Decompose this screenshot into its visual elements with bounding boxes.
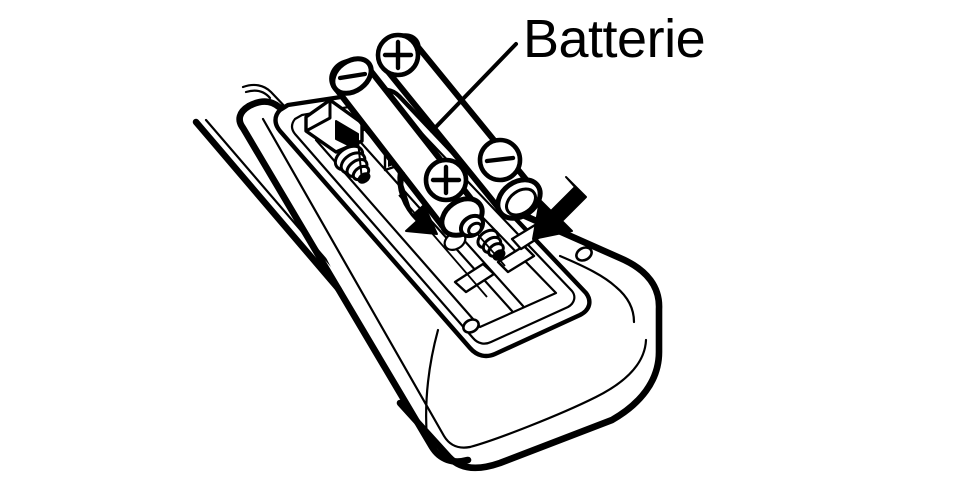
compartment-slot-a (453, 262, 496, 294)
insert-arrow-left (397, 170, 438, 235)
compartment-center-divider-rib (353, 134, 514, 313)
remote-top-left-contour (241, 83, 292, 114)
remote-right-shoulder-contour (558, 254, 636, 324)
remote-left-lower-edge (236, 102, 472, 465)
compartment-left-ledge-facet (305, 100, 332, 133)
battery-right-bottom-cap-inner (505, 187, 537, 217)
battery-upper-left (329, 56, 486, 239)
battery-right-minus-icon (484, 155, 516, 164)
remote-nose-crease (425, 328, 440, 441)
compartment-floor-rail-1 (398, 194, 488, 298)
remote-left-edge-inner-contour (261, 117, 472, 449)
battery-right-plus-badge (375, 32, 421, 78)
battery-left-plus-badge (423, 157, 469, 203)
screw-hole-bottom (462, 318, 480, 334)
insert-arrow-right (532, 176, 587, 240)
remote-top-left-contour-2 (244, 89, 272, 100)
battery-left-minus-icon (337, 71, 368, 81)
callout-leader-line (430, 42, 518, 133)
remote-right-edge-inner-contour (468, 338, 648, 449)
battery-right-minus-badge (477, 137, 523, 183)
battery-left-bottom-nub-inner (467, 221, 483, 237)
screw-hole-right (575, 246, 593, 262)
compartment-spring-upper (333, 140, 371, 184)
callout-label-batterie: Batterie (523, 9, 706, 69)
compartment-slot-b (496, 244, 536, 274)
compartment-spring-lower (476, 228, 506, 261)
battery-upper-right (375, 32, 543, 221)
